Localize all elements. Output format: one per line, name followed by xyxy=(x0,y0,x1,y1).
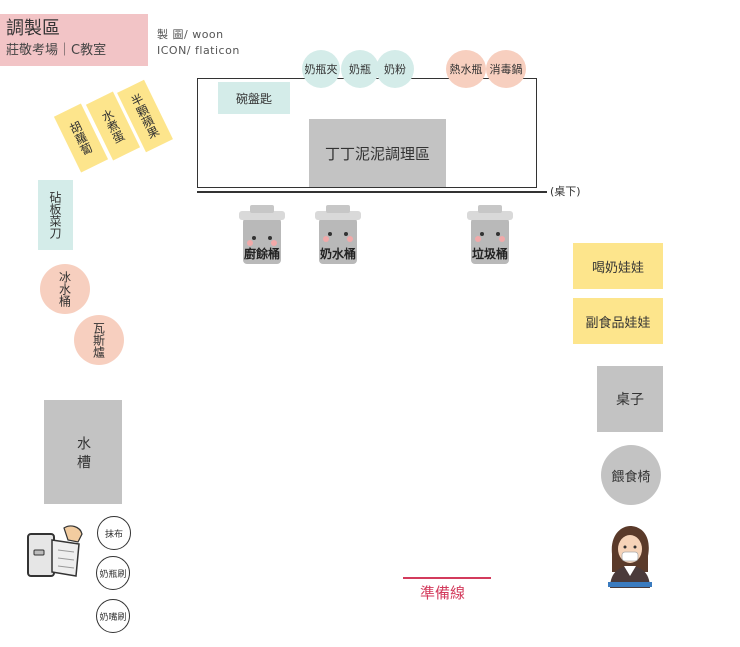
table-label: 桌子 xyxy=(616,392,644,408)
bottle-label: 奶瓶 xyxy=(349,63,371,76)
solid-food-doll: 副食品娃娃 xyxy=(573,298,663,344)
credit: 製 圖/ woon ICON/ flaticon xyxy=(157,27,240,59)
sink: 水 槽 xyxy=(44,400,122,504)
sterilizer: 消毒鍋 xyxy=(486,50,526,88)
bottle: 奶瓶 xyxy=(341,50,379,88)
cloth-label: 抹布 xyxy=(104,529,123,540)
page-subtitle: 莊敬考場｜C教室 xyxy=(6,43,107,58)
prep-area-label: 丁丁泥泥調理區 xyxy=(324,144,430,163)
table: 桌子 xyxy=(597,366,663,432)
credit-line-2: ICON/ flaticon xyxy=(157,44,240,57)
bin-milk-water: 奶水桶 xyxy=(312,204,364,266)
bin-label-milk-water: 奶水桶 xyxy=(320,247,357,261)
bin-food-waste: 廚餘桶 xyxy=(236,204,288,266)
ice-bucket: 冰水桶 xyxy=(40,264,90,314)
gas-stove: 瓦斯爐 xyxy=(74,315,124,365)
feeding-doll: 喝奶娃娃 xyxy=(573,243,663,289)
bin-label-food-waste: 廚餘桶 xyxy=(244,247,281,261)
page-title: 調製區 xyxy=(6,18,60,39)
hot-water-bottle-label: 熱水瓶 xyxy=(449,63,483,76)
bottle-brush-label: 奶瓶刷 xyxy=(99,569,127,580)
high-chair-label: 餵食椅 xyxy=(611,469,651,485)
hot-water-bottle: 熱水瓶 xyxy=(446,50,486,88)
prep-area: 丁丁泥泥調理區 xyxy=(309,119,446,187)
under-table-label: (桌下) xyxy=(550,185,581,198)
gas-stove-label: 瓦斯爐 xyxy=(91,322,106,358)
bin-icon xyxy=(315,205,361,264)
examiner-person-icon xyxy=(602,524,658,590)
bin-trash: 垃圾桶 xyxy=(464,204,516,266)
high-chair: 餵食椅 xyxy=(601,445,661,505)
bowl-spoon-label: 碗盤匙 xyxy=(235,91,272,106)
veggie-label-egg: 水煮蛋 xyxy=(98,106,127,146)
milk-powder-label: 奶粉 xyxy=(384,63,406,76)
solid-food-doll-label: 副食品娃娃 xyxy=(585,315,651,331)
counter-underline xyxy=(197,191,547,193)
bin-label-trash: 垃圾桶 xyxy=(472,247,509,261)
bottle-tongs: 奶瓶夾 xyxy=(302,50,340,88)
bowl-spoon-box: 碗盤匙 xyxy=(218,82,290,114)
cutting-board-label: 砧板菜刀 xyxy=(48,191,62,239)
bottle-brush-circle: 奶瓶刷 xyxy=(96,556,130,590)
bottle-tongs-label: 奶瓶夾 xyxy=(304,63,338,76)
feeding-doll-label: 喝奶娃娃 xyxy=(591,260,644,276)
nipple-brush-label: 奶嘴刷 xyxy=(99,612,127,623)
cloth-circle: 抹布 xyxy=(97,516,131,550)
sink-label: 水 槽 xyxy=(75,435,91,469)
paper-towel-dispenser-icon xyxy=(24,522,84,582)
ready-line-label: 準備線 xyxy=(420,584,466,602)
bin-icon xyxy=(239,205,285,264)
veggie-label-carrot: 胡蘿蔔 xyxy=(66,118,95,158)
sterilizer-label: 消毒鍋 xyxy=(489,63,523,76)
cutting-board: 砧板菜刀 xyxy=(38,180,73,250)
ready-line-mark xyxy=(403,577,491,579)
bin-icon xyxy=(467,205,513,264)
nipple-brush-circle: 奶嘴刷 xyxy=(96,599,130,633)
veggie-cards: 胡蘿蔔 水煮蛋 半顆蘋果 xyxy=(53,75,188,185)
ice-bucket-label: 冰水桶 xyxy=(57,271,72,307)
title-block: 調製區 莊敬考場｜C教室 xyxy=(0,14,148,66)
credit-line-1: 製 圖/ woon xyxy=(157,28,224,41)
milk-powder: 奶粉 xyxy=(376,50,414,88)
